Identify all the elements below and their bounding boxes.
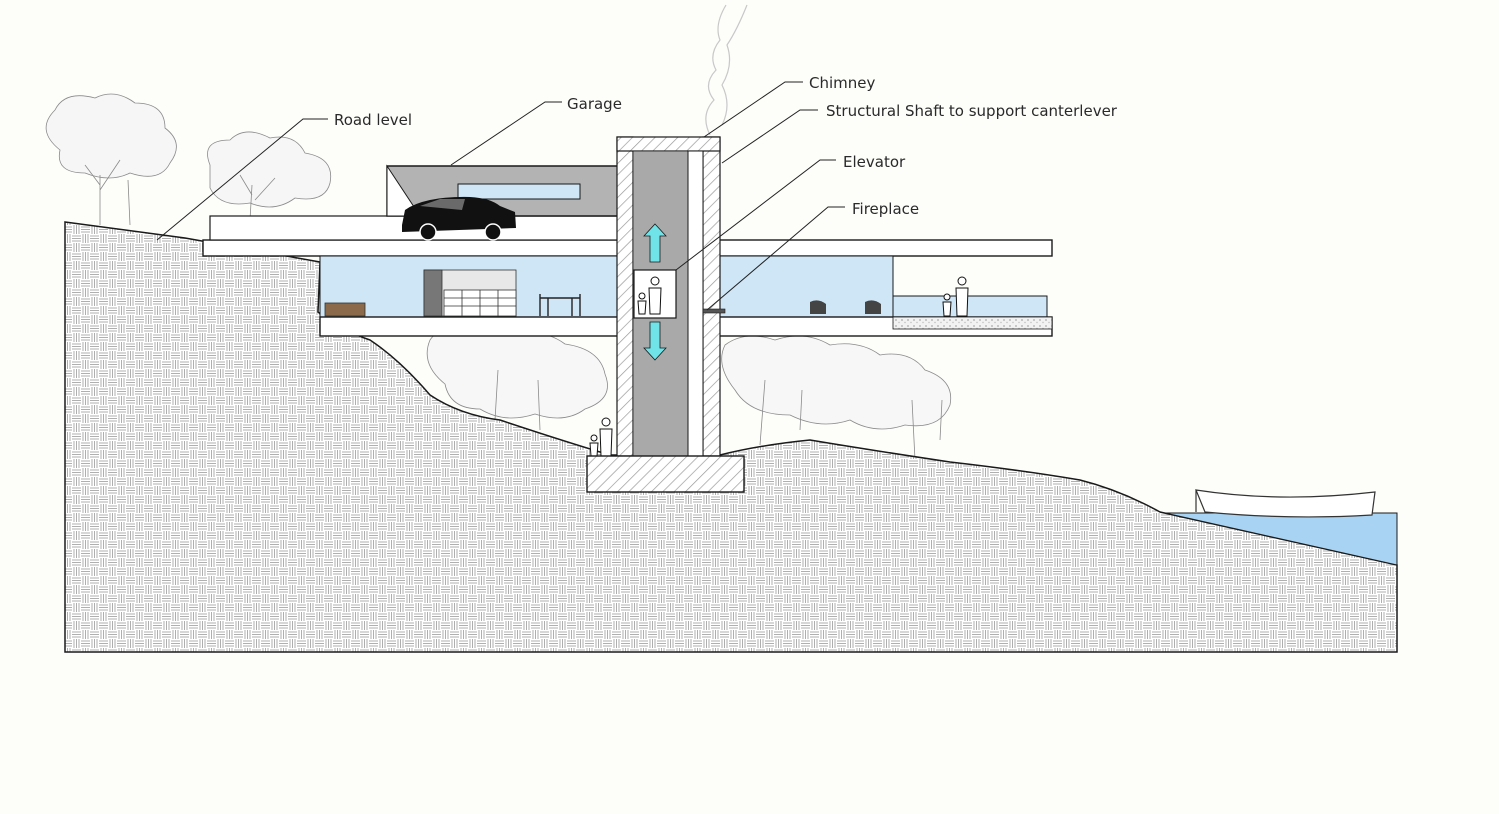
callout-structural-shaft: Structural Shaft to support canterlever	[826, 102, 1118, 120]
tree-group-left	[45, 93, 332, 226]
garage	[386, 164, 619, 241]
callout-elevator: Elevator	[843, 153, 906, 171]
person-icon	[589, 417, 613, 457]
shaft-wall-right	[702, 136, 721, 457]
chimney-flue	[687, 150, 704, 457]
tree-icon	[45, 93, 177, 226]
garage-window	[457, 183, 581, 200]
car-icon	[402, 196, 516, 241]
callout-leaders	[156, 81, 845, 311]
callout-road-level: Road level	[334, 111, 412, 129]
person-icon	[637, 276, 662, 315]
tree-icon	[207, 131, 332, 221]
callout-chimney: Chimney	[809, 74, 875, 92]
tree-group-below-house	[426, 327, 952, 461]
structural-shaft	[586, 136, 745, 493]
person-icon	[942, 276, 969, 317]
kitchen-cabinets	[423, 269, 517, 317]
tree-icon	[721, 335, 952, 430]
shaft-footing	[586, 455, 745, 493]
callout-labels: Road level Garage Chimney Structural Sha…	[334, 74, 1118, 218]
callout-garage: Garage	[567, 95, 622, 113]
ground-section	[64, 221, 1398, 653]
callout-fireplace: Fireplace	[852, 200, 919, 218]
smoke-icon	[705, 4, 748, 136]
tree-icon	[426, 327, 608, 419]
chairs-icon	[810, 300, 881, 314]
dining-table-icon	[539, 294, 581, 316]
terrace-paving	[892, 316, 1053, 330]
boat-icon	[1195, 489, 1376, 518]
shaft-top	[616, 136, 721, 152]
fireplace-hearth	[702, 308, 726, 314]
sofa-icon	[324, 302, 366, 317]
shaft-wall-left	[616, 136, 634, 457]
elevator-arrow-icon	[643, 223, 667, 361]
